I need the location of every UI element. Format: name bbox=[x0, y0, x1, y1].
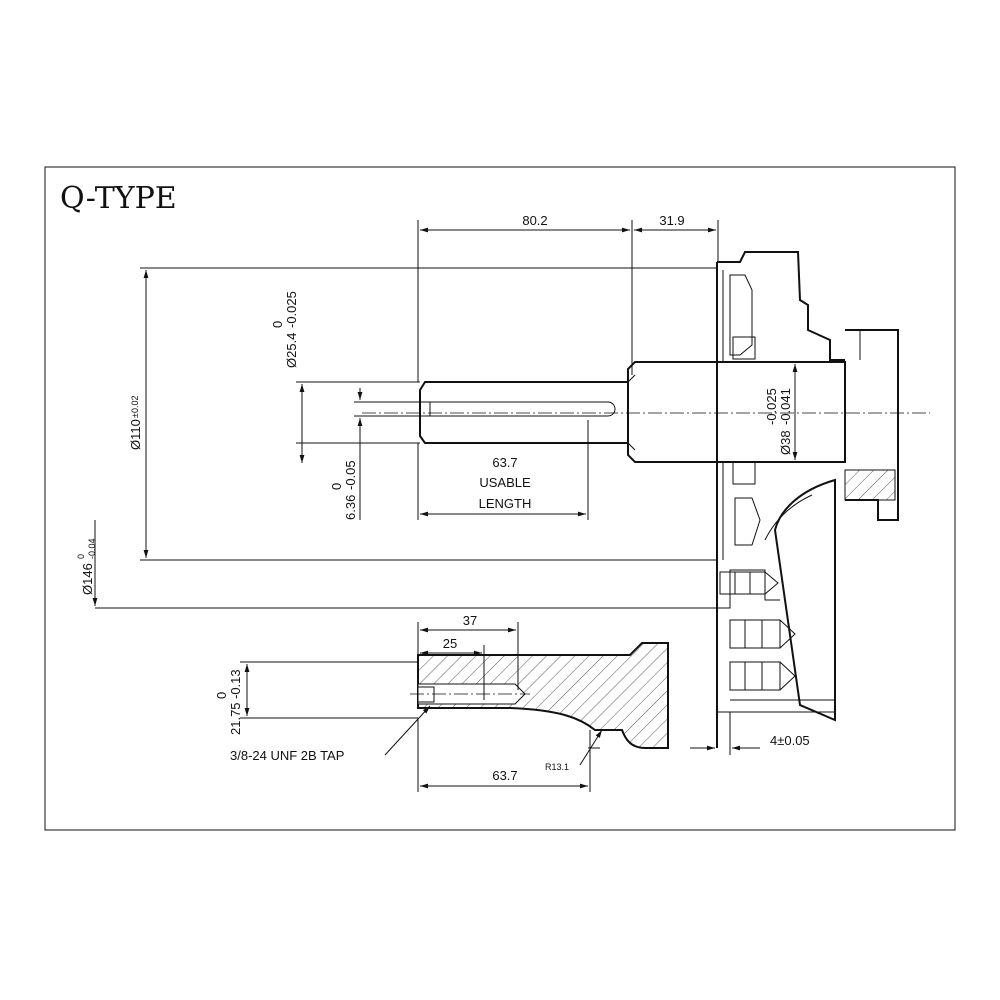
dim-usable-length: 63.7 USABLE LENGTH bbox=[417, 420, 589, 520]
dim-21-75-tol-lo: -0.13 bbox=[228, 669, 243, 699]
dim-31-9-label: 31.9 bbox=[659, 213, 684, 228]
radius-label: R13.1 bbox=[545, 762, 569, 772]
dim-6-36-tol-up: 0 bbox=[329, 483, 344, 490]
dim-110-tol: ±0.02 bbox=[130, 396, 140, 418]
dim-4-label: 4±0.05 bbox=[770, 733, 810, 748]
bolt-middle bbox=[729, 619, 796, 649]
dim-25-4-tol-lo: -0.025 bbox=[284, 291, 299, 328]
dim-6-36-tol-lo: -0.05 bbox=[343, 460, 358, 490]
dim-37-label: 37 bbox=[463, 613, 477, 628]
dim-146-tol-lo: -0.04 bbox=[87, 538, 97, 559]
dim-diameter-25-4: Ø25.4 0 -0.025 bbox=[270, 291, 420, 463]
dim-38-label: Ø38 bbox=[778, 430, 793, 455]
dim-21-75-tol-up: 0 bbox=[214, 692, 229, 699]
dim-38-tol-up: -0.025 bbox=[764, 388, 779, 425]
dim-63-7-top-label: 63.7 bbox=[492, 455, 517, 470]
dim-keyway-6-36: 6.36 0 -0.05 bbox=[329, 388, 430, 520]
dim-31-9: 31.9 bbox=[634, 213, 716, 233]
dim-146-label: Ø146 bbox=[80, 563, 95, 595]
shaft-section bbox=[410, 642, 669, 749]
tap-label: 3/8-24 UNF 2B TAP bbox=[230, 748, 344, 763]
bolt-upper bbox=[719, 571, 779, 595]
dim-146-tol-up: 0 bbox=[76, 554, 86, 559]
dim-25-4-tol-up: 0 bbox=[270, 321, 285, 328]
length-label: LENGTH bbox=[479, 496, 532, 511]
tap-callout: 3/8-24 UNF 2B TAP bbox=[230, 705, 431, 763]
bolt-lower bbox=[729, 661, 796, 691]
dim-25-4-label: Ø25.4 bbox=[284, 333, 299, 368]
drawing-frame bbox=[44, 166, 956, 831]
dim-80-2-label: 80.2 bbox=[522, 213, 547, 228]
dim-80-2: 80.2 bbox=[417, 213, 719, 382]
dim-diameter-146: Ø146 0 -0.04 bbox=[76, 520, 717, 609]
engine-flange bbox=[716, 251, 899, 748]
dim-21-75-label: 21.75 bbox=[228, 702, 243, 735]
dim-110-label: Ø110 bbox=[128, 419, 143, 450]
dim-6-36-label: 6.36 bbox=[343, 495, 358, 520]
dim-diameter-110: Ø110 ±0.02 bbox=[128, 267, 717, 561]
dim-25: 25 bbox=[420, 636, 485, 700]
dim-63-7-bottom: 63.7 bbox=[417, 718, 591, 792]
dim-21-75: 21.75 0 -0.13 bbox=[214, 661, 418, 735]
dim-38-tol-lo: -0.041 bbox=[778, 388, 793, 425]
dim-63-7-bottom-label: 63.7 bbox=[492, 768, 517, 783]
dim-diameter-38: Ø38 -0.025 -0.041 bbox=[764, 364, 798, 460]
usable-label: USABLE bbox=[479, 475, 531, 490]
dim-37: 37 bbox=[417, 613, 519, 690]
dim-4: 4±0.05 bbox=[690, 712, 810, 755]
dim-25-label: 25 bbox=[443, 636, 457, 651]
radius-callout: R13.1 bbox=[545, 729, 603, 772]
drawing-title: Q-TYPE bbox=[60, 181, 177, 216]
